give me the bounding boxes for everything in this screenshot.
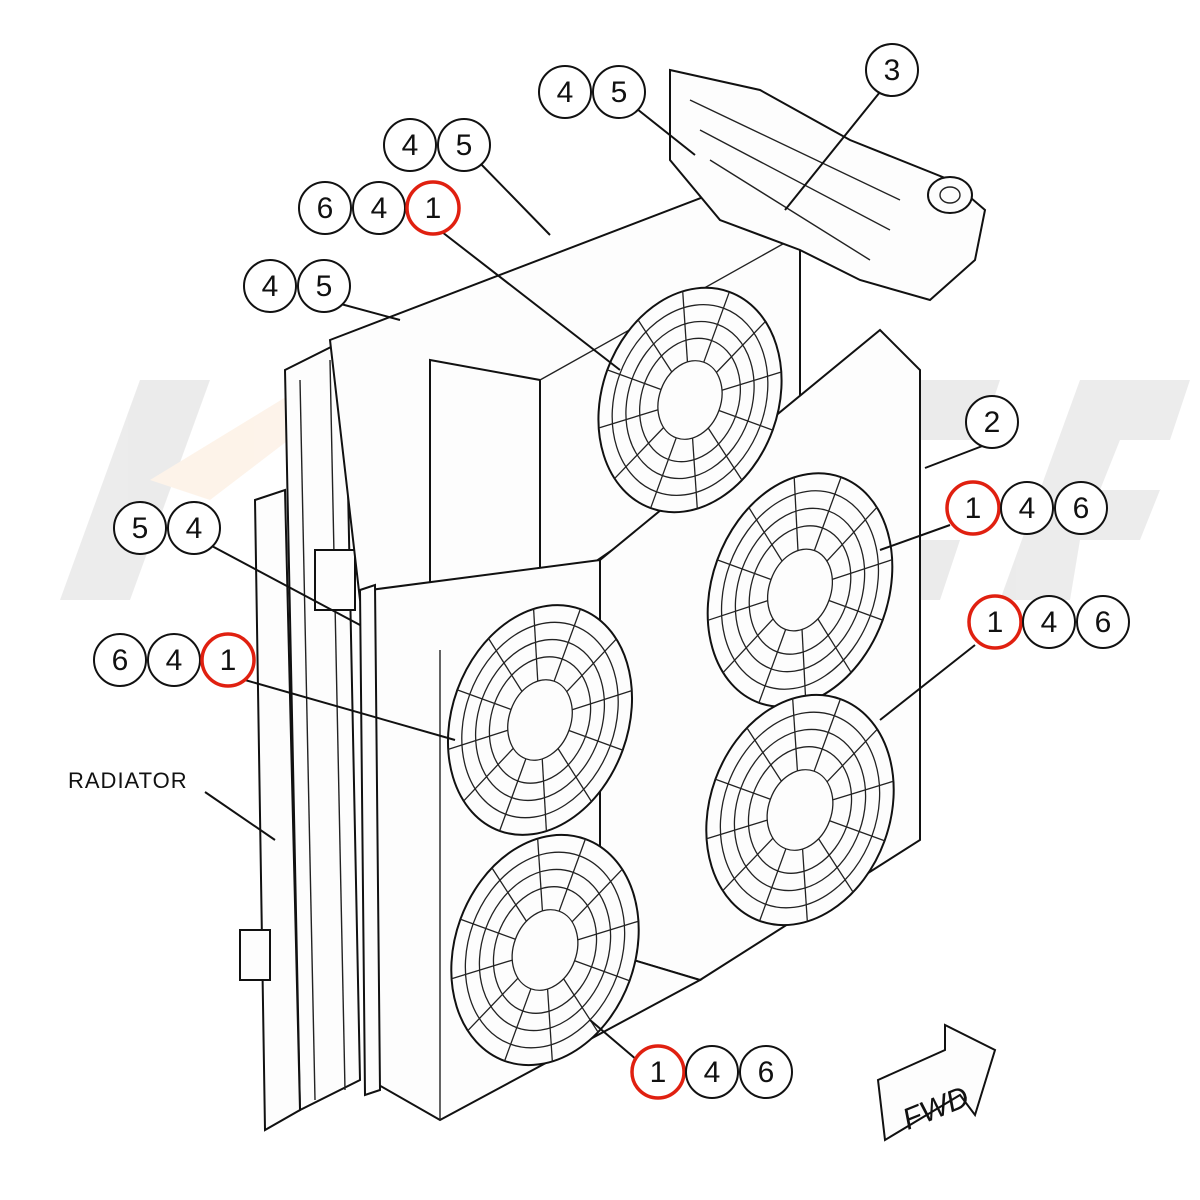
surge-tank xyxy=(669,68,987,302)
callout-number: 6 xyxy=(1073,492,1090,525)
fan-4 xyxy=(705,693,895,927)
callout-circle xyxy=(93,633,147,687)
callout-number: 4 xyxy=(1019,492,1036,525)
callout-group-5: 3 xyxy=(865,43,919,97)
callout-number: 4 xyxy=(1041,606,1058,639)
callout-number: 6 xyxy=(317,192,334,225)
callout-number: 1 xyxy=(220,644,237,677)
callout-number: 4 xyxy=(402,129,419,162)
callout-circle xyxy=(592,65,646,119)
fan-3 xyxy=(446,604,634,836)
callout-group-9: 1 4 6 xyxy=(967,594,1130,650)
fan-5 xyxy=(450,833,640,1067)
callout-circle-highlight xyxy=(630,1044,686,1100)
callout-circle xyxy=(1076,595,1130,649)
callout-number: 4 xyxy=(262,270,279,303)
callout-number: 1 xyxy=(425,192,442,225)
callout-number: 4 xyxy=(557,76,574,109)
callout-circle-highlight xyxy=(200,632,256,688)
callout-circle-highlight xyxy=(967,594,1023,650)
callout-circle xyxy=(243,259,297,313)
callout-circle xyxy=(1022,595,1076,649)
radiator-label: RADIATOR xyxy=(68,768,188,793)
callout-circle xyxy=(1000,481,1054,535)
callout-circle xyxy=(352,181,406,235)
callout-number: 5 xyxy=(456,129,473,162)
callout-number: 4 xyxy=(166,644,183,677)
callout-circle-highlight xyxy=(945,480,1001,536)
callout-circle xyxy=(1054,481,1108,535)
callout-circle xyxy=(167,501,221,555)
callout-number: 4 xyxy=(704,1056,721,1089)
callout-circle xyxy=(147,633,201,687)
callout-number: 6 xyxy=(758,1056,775,1089)
callout-number: 1 xyxy=(650,1056,667,1089)
fwd-arrow: FWD xyxy=(876,1023,997,1142)
callout-circle-highlight xyxy=(405,180,461,236)
callout-number: 4 xyxy=(371,192,388,225)
fan-group xyxy=(446,286,895,1067)
callout-circle xyxy=(383,118,437,172)
radiator xyxy=(239,338,362,1132)
callout-group-11: 1 4 6 xyxy=(630,1044,793,1100)
fan-1 xyxy=(597,286,783,514)
callout-circle xyxy=(298,181,352,235)
callout-circle xyxy=(297,259,351,313)
callout-group-7: 1 4 6 xyxy=(945,480,1108,536)
callout-number: 6 xyxy=(1095,606,1112,639)
radiator-callout: RADIATOR xyxy=(68,768,276,841)
callout-number: 5 xyxy=(132,512,149,545)
callout-circle xyxy=(739,1045,793,1099)
callout-group-6: 2 xyxy=(965,395,1019,449)
callout-group-10: 6 4 1 xyxy=(93,632,256,688)
callout-circle xyxy=(685,1045,739,1099)
fan-2 xyxy=(706,472,894,708)
callout-group-3: 6 4 1 xyxy=(298,180,461,236)
callout-circle xyxy=(437,118,491,172)
callout-number: 5 xyxy=(611,76,628,109)
callout-number: 3 xyxy=(884,54,901,87)
callout-number: 1 xyxy=(965,492,982,525)
callout-number: 5 xyxy=(316,270,333,303)
callout-number: 1 xyxy=(987,606,1004,639)
callout-number: 2 xyxy=(984,406,1001,439)
callout-circle xyxy=(965,395,1019,449)
callout-circle xyxy=(113,501,167,555)
callout-number: 6 xyxy=(112,644,129,677)
callout-number: 4 xyxy=(186,512,203,545)
callout-circle xyxy=(538,65,592,119)
leader-lines xyxy=(209,91,986,1061)
callout-circle xyxy=(865,43,919,97)
